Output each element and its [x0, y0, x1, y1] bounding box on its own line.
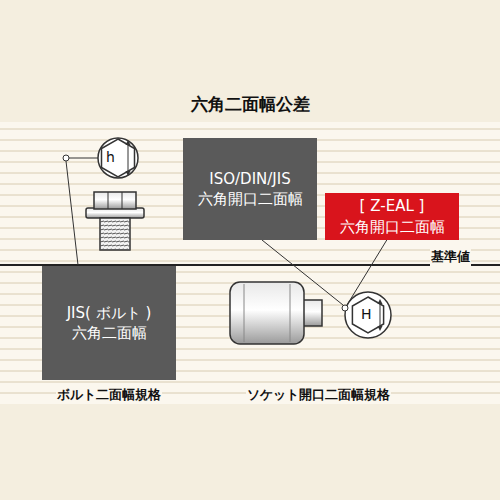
box-text: 六角二面幅: [72, 323, 147, 343]
socket-leader: [262, 238, 388, 311]
zeal-socket-box: [ Z-EAL ]六角開口二面幅: [325, 193, 459, 240]
bolt-top-view: [98, 138, 138, 178]
box-text: ISO/DIN/JIS: [209, 169, 290, 189]
bolt-side-view: [86, 192, 144, 250]
ruled-line: [0, 261, 500, 262]
bolt-leader: [63, 155, 98, 265]
box-text: JIS( ボルト ): [67, 303, 152, 323]
standard-socket-box: ISO/DIN/JIS六角開口二面幅: [183, 138, 317, 240]
box-text: 六角開口二面幅: [198, 189, 303, 209]
category-caption: ボルト二面幅規格: [56, 386, 162, 404]
ruled-lines: [0, 129, 500, 393]
category-caption: ソケット開口二面幅規格: [246, 386, 391, 404]
ruled-ground: [0, 122, 500, 404]
socket-side-view: [230, 282, 322, 344]
dimension-label: h: [105, 149, 116, 165]
socket-end-view: [345, 292, 391, 338]
box-text: [ Z-EAL ]: [360, 196, 425, 216]
diagram-title: 六角二面幅公差: [191, 93, 310, 116]
ruled-line: [0, 250, 500, 251]
dimension-label: H: [360, 306, 373, 322]
ruled-line: [0, 129, 500, 130]
ruled-line: [0, 382, 500, 383]
reference-label: 基準値: [430, 248, 471, 266]
box-text: 六角開口二面幅: [340, 217, 445, 237]
bolt-standard-box: JIS( ボルト )六角二面幅: [42, 266, 176, 380]
